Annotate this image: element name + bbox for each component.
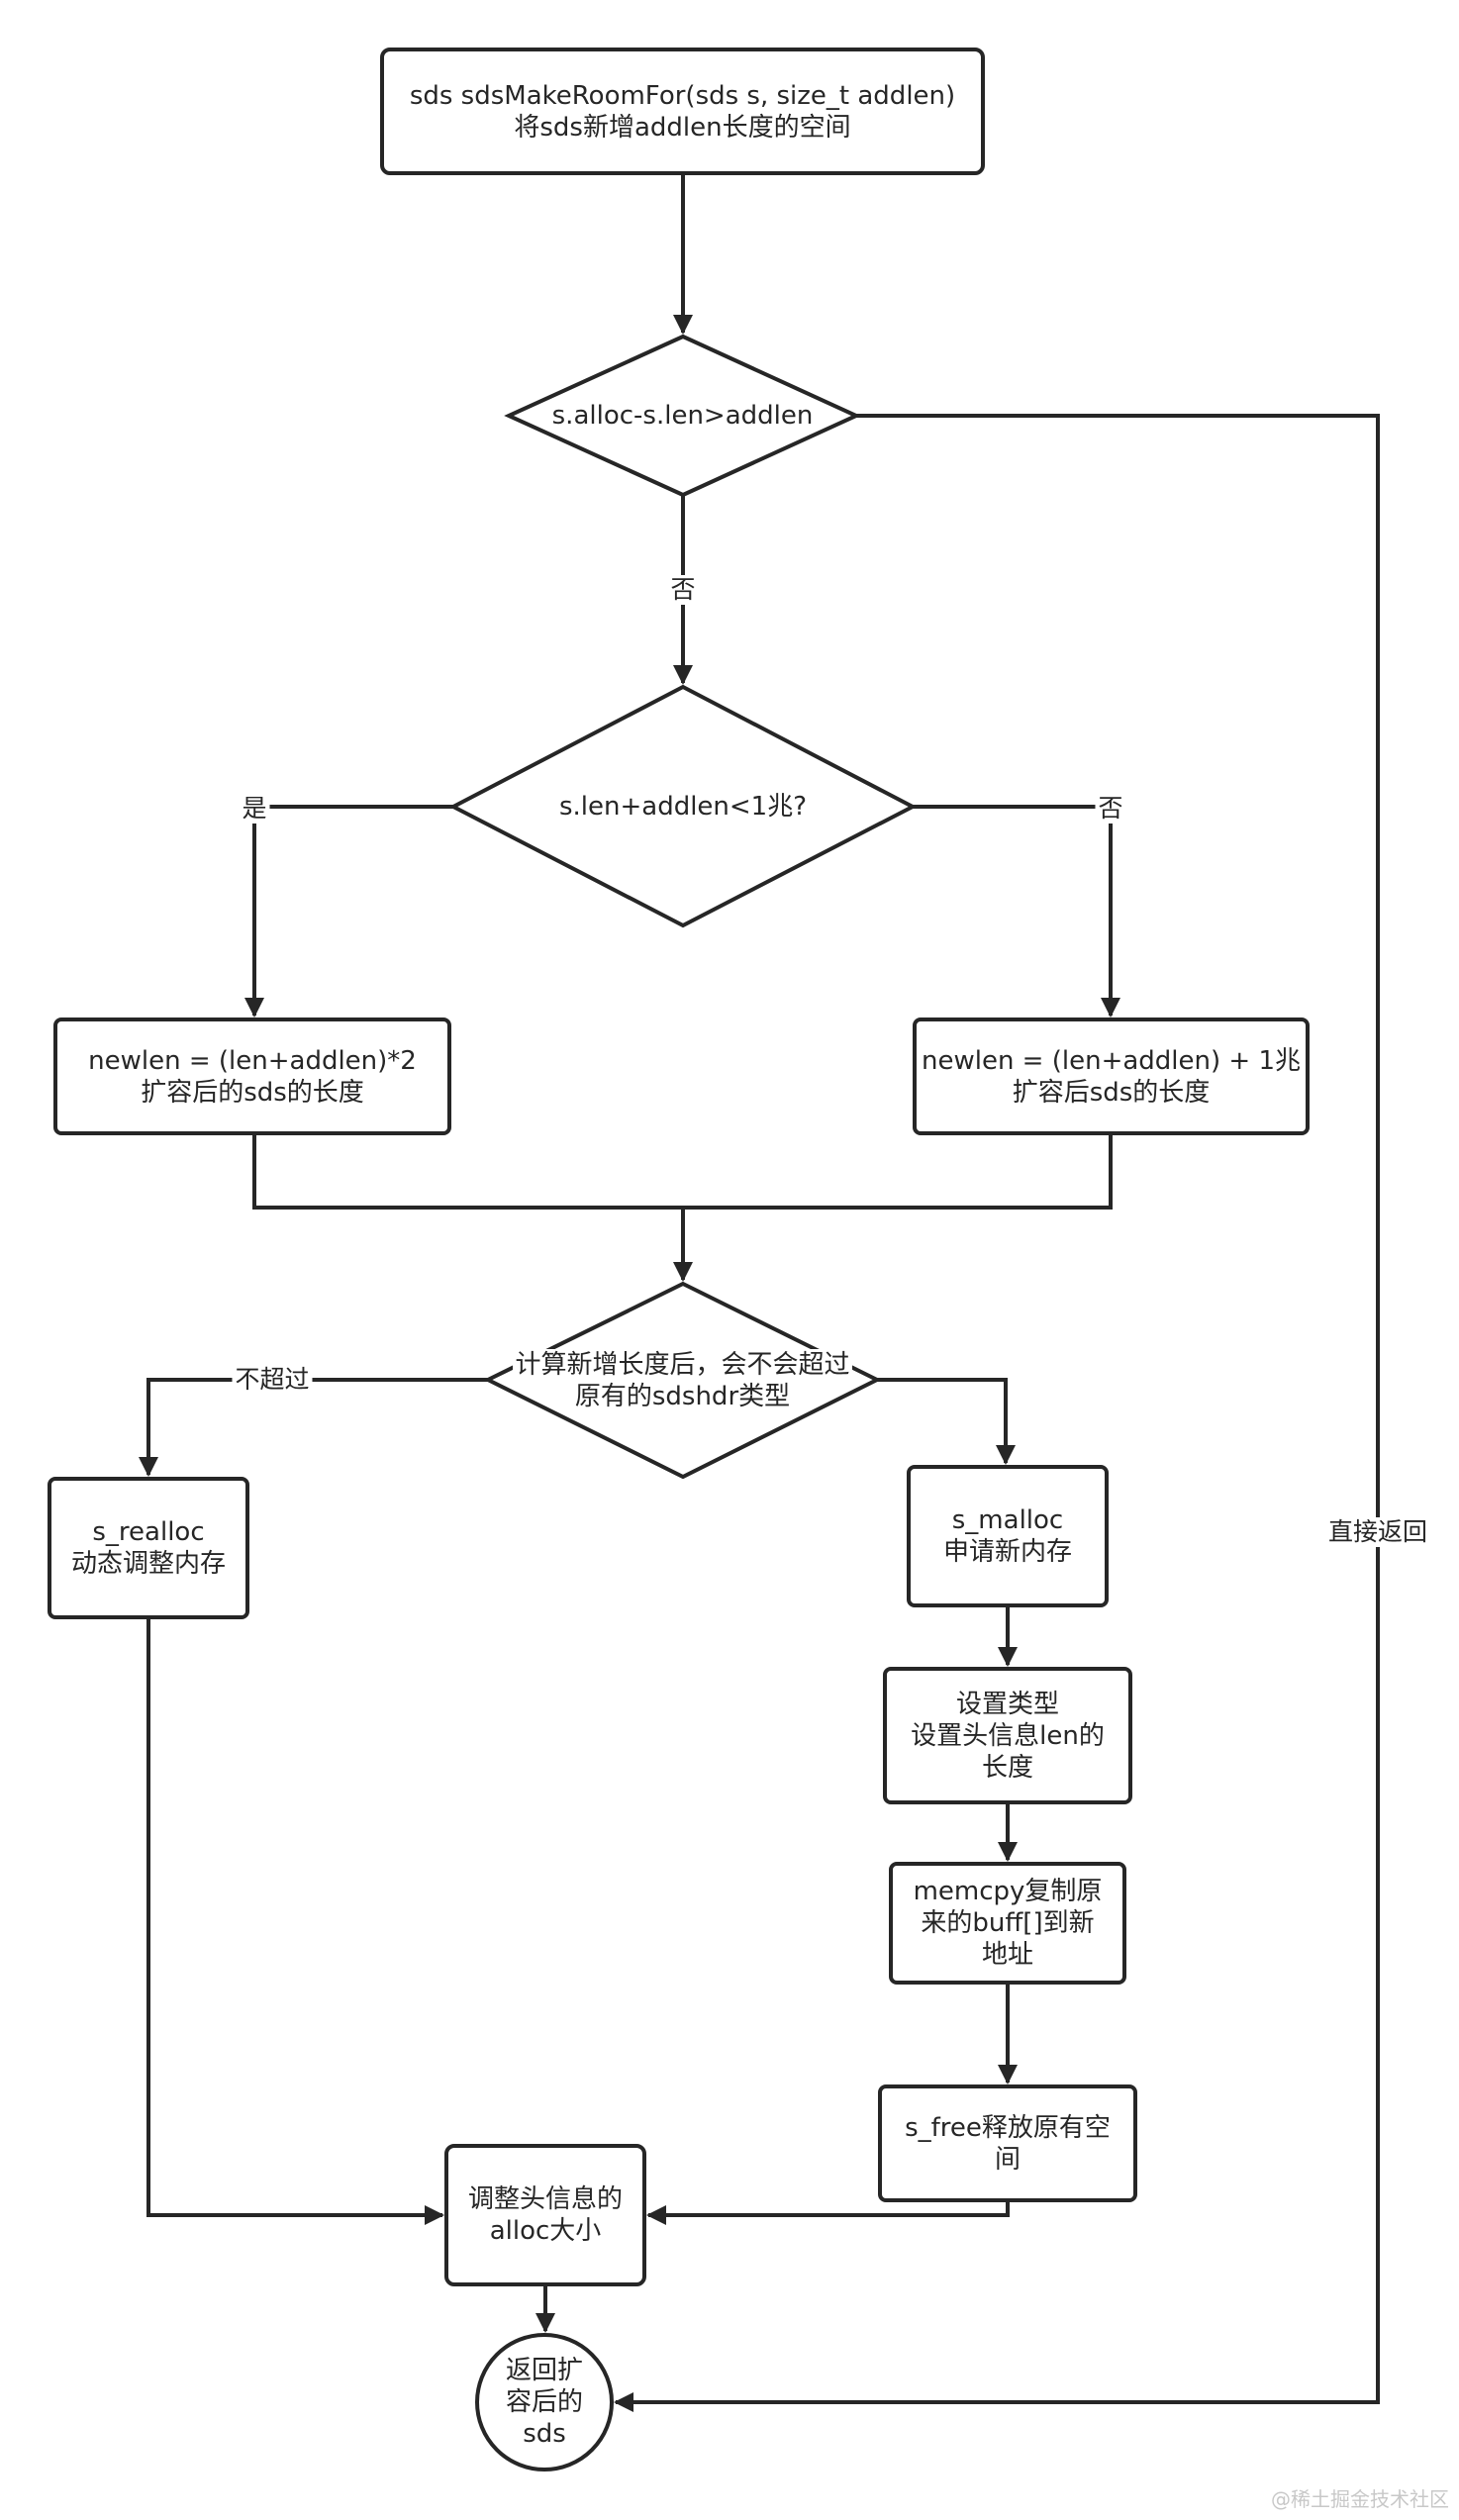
node-cond-1m-line1: s.len+addlen<1兆?: [558, 791, 808, 822]
edge-free-to-adjust: [646, 2200, 1010, 2225]
node-malloc-line1: s_malloc: [951, 1505, 1064, 1535]
edge-label-direct-return: 直接返回: [1324, 1517, 1431, 1547]
node-memcpy-line1: memcpy复制原: [913, 1877, 1103, 1906]
node-ret: 返回扩 容后的 sds: [477, 2335, 612, 2470]
edge-cond-type-to-malloc: [877, 1378, 1016, 1465]
node-cond-alloc-line1: s.alloc-s.len>addlen: [551, 401, 814, 431]
node-cond-type-line2: 原有的sdshdr类型: [574, 1381, 791, 1411]
node-set-type-line2: 设置头信息len的: [911, 1720, 1105, 1751]
node-adjust-line2: alloc大小: [489, 2216, 602, 2246]
edge-cond-type-to-realloc: [139, 1378, 488, 1477]
node-realloc-line2: 动态调整内存: [70, 1549, 226, 1579]
node-memcpy-line3: 地址: [981, 1940, 1033, 1970]
node-start-line1: sds sdsMakeRoomFor(sds s, size_t addlen): [409, 80, 956, 111]
edge-label-not-exceed: 不超过: [232, 1365, 313, 1395]
edge-realloc-to-adjust: [146, 1617, 444, 2225]
node-memcpy: memcpy复制原 来的buff[]到新 地址: [891, 1864, 1124, 1983]
edge-cond-1m-to-double: [244, 805, 453, 1018]
edge-cond-1m-to-plus-1m: [913, 805, 1120, 1018]
node-cond-type-shape: [483, 1281, 882, 1480]
node-ret-shape: [475, 2333, 614, 2472]
edge-label-yes: 是: [239, 794, 270, 824]
node-free: s_free释放原有空 间: [880, 2086, 1135, 2200]
node-malloc-line2: 申请新内存: [942, 1537, 1072, 1567]
node-free-line1: s_free释放原有空: [905, 2112, 1111, 2143]
node-memcpy-line2: 来的buff[]到新: [921, 1908, 1095, 1938]
node-double-line2: 扩容后的sds的长度: [141, 1077, 364, 1108]
node-ret-line2: 容后的: [505, 2387, 583, 2417]
node-double: newlen = (len+addlen)*2 扩容后的sds的长度: [55, 1019, 449, 1133]
watermark: @稀土掘金技术社区: [1271, 2487, 1449, 2511]
node-realloc-line1: s_realloc: [92, 1517, 205, 1547]
node-malloc: s_malloc 申请新内存: [909, 1467, 1107, 1605]
node-ret-line3: sds: [523, 2419, 566, 2449]
node-set-type-line3: 长度: [981, 1752, 1033, 1783]
node-realloc: s_realloc 动态调整内存: [49, 1479, 247, 1617]
edge-label-no-1: 否: [667, 575, 699, 605]
edge-cond-alloc-to-ret: [614, 414, 1380, 2412]
node-cond-type-line1: 计算新增长度后，会不会超过: [513, 1348, 852, 1381]
edge-double-to-merge: [252, 1133, 1113, 1210]
edge-label-no-2: 否: [1095, 794, 1126, 824]
node-adjust: 调整头信息的 alloc大小: [446, 2146, 644, 2284]
node-start-line2: 将sds新增addlen长度的空间: [514, 112, 851, 143]
node-set-type: 设置类型 设置头信息len的 长度: [885, 1669, 1130, 1802]
node-plus-1m-line2: 扩容后sds的长度: [1012, 1077, 1211, 1108]
node-plus-1m: newlen = (len+addlen) + 1兆 扩容后sds的长度: [915, 1019, 1308, 1133]
node-set-type-line1: 设置类型: [955, 1689, 1059, 1719]
node-cond-1m-shape: [448, 684, 918, 928]
node-cond-1m: s.len+addlen<1兆?: [453, 687, 913, 925]
node-start: sds sdsMakeRoomFor(sds s, size_t addlen)…: [382, 49, 983, 173]
node-cond-alloc: s.alloc-s.len>addlen: [509, 337, 856, 495]
node-free-line2: 间: [994, 2144, 1021, 2175]
node-cond-type: 计算新增长度后，会不会超过 原有的sdshdr类型: [488, 1284, 877, 1477]
node-ret-line1: 返回扩: [505, 2356, 583, 2385]
node-adjust-line1: 调整头信息的: [467, 2184, 623, 2214]
node-double-line1: newlen = (len+addlen)*2: [88, 1045, 417, 1076]
node-plus-1m-line1: newlen = (len+addlen) + 1兆: [921, 1045, 1302, 1076]
